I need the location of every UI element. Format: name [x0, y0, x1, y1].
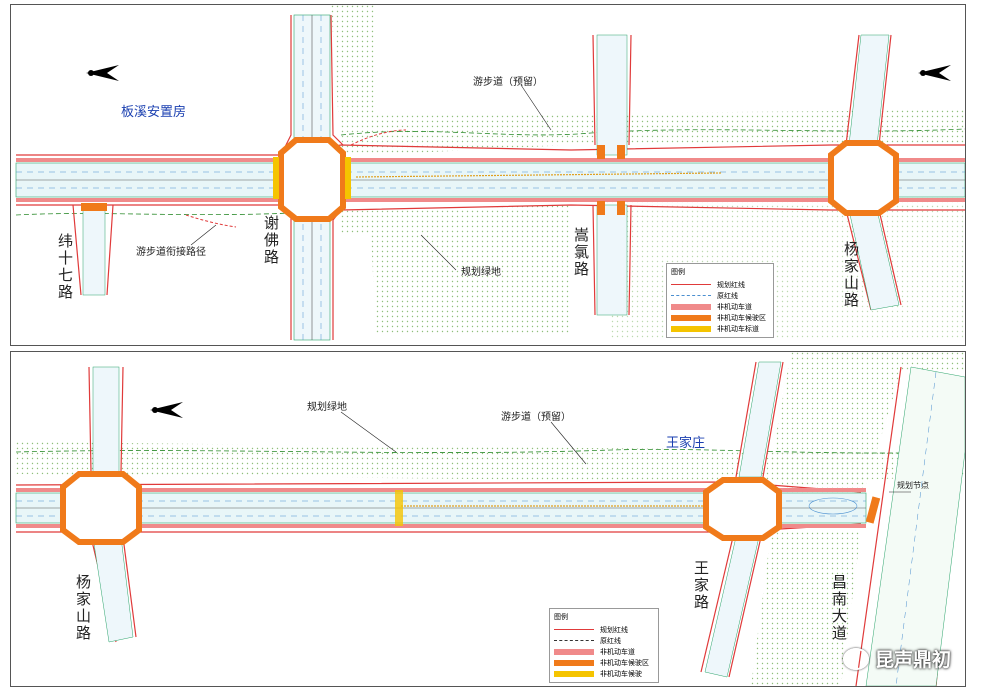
legend-item: 非机动车候驶区	[600, 658, 649, 667]
legend-item: 非机动车道	[717, 302, 752, 311]
green-area	[331, 5, 965, 155]
legend-item: 规划红线	[717, 280, 745, 289]
legend-item: 非机动车标道	[717, 324, 759, 333]
road-plan-drawing-bottom	[15, 352, 965, 686]
intersection-wangjia	[703, 477, 782, 541]
intersection-yangjiashan	[60, 471, 142, 545]
legend-item: 非机动车候驶区	[717, 313, 766, 322]
green-area	[601, 195, 965, 340]
road-label-wangjia: 王家路	[692, 560, 710, 611]
annotation-footpath-link: 游步道衔接路径	[136, 247, 206, 258]
legend-top: 图例 规划红线 原红线 非机动车道 非机动车候驶区 非机动车标道	[666, 263, 774, 338]
road-label-yangjiashan: 杨家山路	[74, 574, 92, 642]
road-label-yangjiashan: 杨家山路	[842, 241, 860, 309]
bike-lane	[16, 524, 866, 528]
green-area	[771, 352, 965, 502]
legend-title: 图例	[671, 268, 685, 276]
road-label-songqi: 嵩氯路	[572, 227, 590, 278]
road-label-changnan: 昌南大道	[830, 574, 848, 642]
road-plan-drawing-top	[15, 5, 965, 341]
intersection-yangjiashan	[828, 140, 899, 216]
plan-panel-bottom: 规划绿地 游步道（预留） 王家庄 规划节点 杨家山路 王家路 昌南大道 图例 规…	[10, 351, 966, 687]
annotation-footpath-reserved: 游步道（预留）	[501, 412, 571, 423]
legend-item: 非机动车候驶	[600, 669, 642, 678]
place-label-wangjiazhuang: 王家庄	[666, 436, 706, 451]
bike-lane	[16, 158, 965, 162]
bike-lane	[16, 488, 866, 492]
green-area	[16, 442, 965, 482]
annotation-planned-green: 规划绿地	[461, 267, 501, 278]
green-area	[751, 532, 861, 686]
place-label-resettlement: 板溪安置房	[121, 105, 187, 120]
legend-item: 规划红线	[600, 625, 628, 634]
bike-lane	[16, 198, 965, 202]
legend-item: 非机动车道	[600, 647, 635, 656]
legend-item: 原红线	[600, 636, 621, 645]
road-label-weishiqi: 纬十七路	[56, 233, 74, 301]
annotation-planned-green: 规划绿地	[307, 402, 347, 413]
annotation-planned-node: 规划节点	[897, 481, 929, 490]
annotation-footpath-reserved: 游步道（预留）	[473, 77, 543, 88]
intersection-xiefo	[278, 137, 346, 222]
north-arrow-icon	[86, 65, 119, 81]
watermark-text: 昆声鼎初	[874, 649, 951, 671]
north-arrow-icon	[150, 402, 183, 418]
road-label-xiefo: 谢佛路	[262, 215, 280, 266]
north-arrow-icon	[918, 65, 951, 81]
watermark: 昆声鼎初	[842, 645, 951, 672]
plan-panel-top: 板溪安置房 游步道（预留） 游步道衔接路径 规划绿地 纬十七路 谢佛路 嵩氯路 …	[10, 4, 966, 346]
legend-title: 图例	[554, 613, 568, 621]
legend-bottom: 图例 规划红线 原红线 非机动车道 非机动车候驶区 非机动车候驶	[549, 608, 659, 683]
wechat-icon	[842, 647, 869, 670]
legend-item: 原红线	[717, 291, 738, 300]
